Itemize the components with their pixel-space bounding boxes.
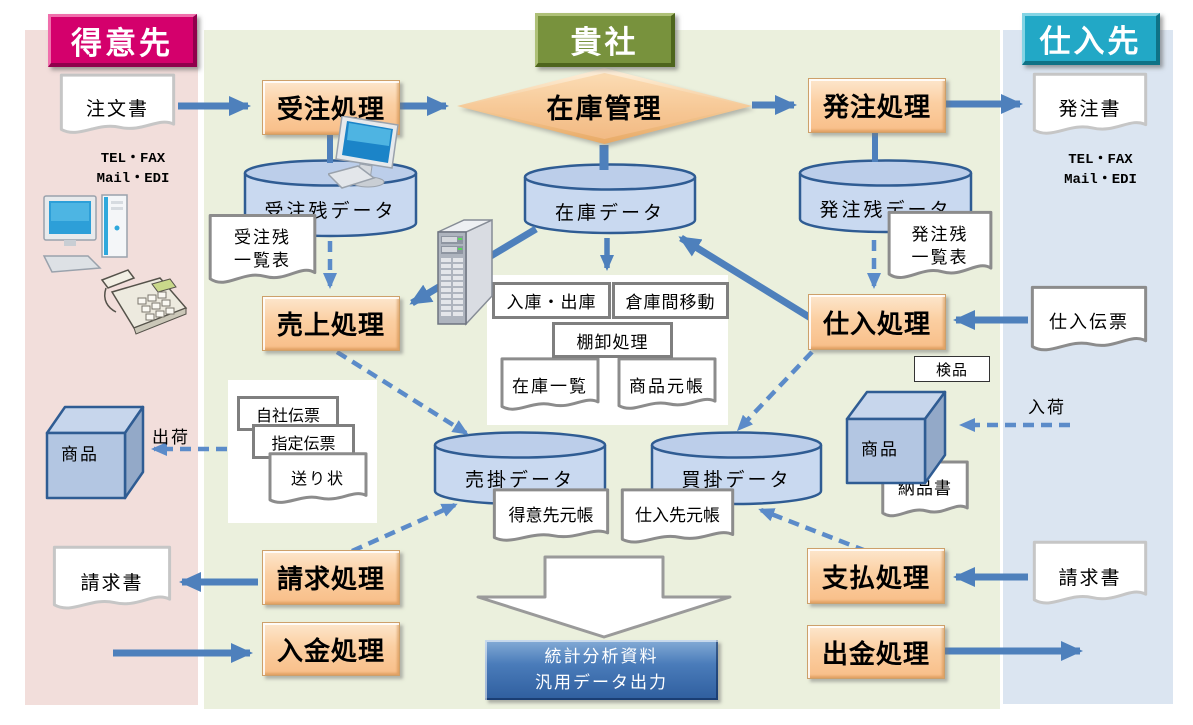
document-label-line2: 一覧表 bbox=[911, 248, 969, 267]
supplier-header: 仕入先 bbox=[1022, 13, 1160, 65]
datastore-label: 売掛データ bbox=[464, 470, 575, 491]
payment-process: 支払処理 bbox=[807, 548, 945, 604]
document-label-line1: 発注残 bbox=[911, 225, 969, 244]
billing-process: 請求処理 bbox=[262, 550, 400, 605]
document-label-line2: 一覧表 bbox=[234, 251, 291, 270]
sales-process: 売上処理 bbox=[262, 296, 400, 351]
document-shape bbox=[59, 73, 176, 139]
process-label: 請求処理 bbox=[276, 564, 385, 594]
document-shape bbox=[1030, 285, 1148, 357]
invoice-to-customer-document: 請求書 bbox=[52, 545, 172, 615]
process-label: 受注処理 bbox=[276, 94, 385, 124]
document-label-line1: 受注残 bbox=[234, 228, 291, 247]
purchasing-process: 仕入処理 bbox=[808, 294, 946, 350]
company-header: 貴社 bbox=[535, 13, 675, 67]
statistics-line1: 統計分析資料 bbox=[544, 646, 659, 666]
contact-line1: TEL・FAX bbox=[100, 151, 166, 167]
document-shape bbox=[268, 452, 368, 508]
document-shape bbox=[208, 213, 317, 290]
operation-label: 入庫・出庫 bbox=[506, 293, 597, 312]
document-label: 請求書 bbox=[1058, 568, 1122, 589]
withdrawal-process: 出金処理 bbox=[807, 625, 945, 679]
slip-label: 自社伝票 bbox=[255, 407, 320, 425]
document-label: 送り状 bbox=[290, 471, 345, 488]
process-label: 売上処理 bbox=[276, 310, 385, 340]
shipping-label: 出荷 bbox=[152, 428, 190, 447]
stocktaking-box: 棚卸処理 bbox=[552, 322, 673, 358]
slip-label: 指定伝票 bbox=[271, 435, 336, 453]
product-label: 商品 bbox=[861, 440, 899, 459]
process-label: 出金処理 bbox=[821, 638, 930, 669]
supplier-header-label: 仕入先 bbox=[1039, 24, 1142, 59]
document-label: 仕入伝票 bbox=[1049, 312, 1129, 332]
document-shape bbox=[52, 545, 172, 615]
process-label: 支払処理 bbox=[821, 562, 930, 593]
invoice-from-supplier-document: 請求書 bbox=[1032, 540, 1148, 610]
order-backlog-list-document: 受注残 一覧表 bbox=[208, 213, 317, 290]
document-label: 仕入先元帳 bbox=[635, 506, 720, 525]
product-label: 商品 bbox=[61, 445, 99, 464]
contact-line2: Mail・EDI bbox=[1064, 172, 1137, 189]
document-label: 商品元帳 bbox=[629, 377, 705, 396]
monitor-keyboard-icon bbox=[326, 115, 406, 197]
process-label: 入金処理 bbox=[276, 635, 385, 666]
arrival-label: 入荷 bbox=[1028, 398, 1066, 417]
stock-list-document: 在庫一覧 bbox=[500, 357, 600, 415]
process-label: 発注処理 bbox=[822, 92, 931, 122]
document-shape bbox=[887, 210, 993, 285]
telephone-icon bbox=[100, 268, 190, 341]
order-form-document: 注文書 bbox=[59, 73, 176, 139]
purchase-order-process: 発注処理 bbox=[808, 78, 946, 133]
statistics-output-box: 統計分析資料 汎用データ出力 bbox=[485, 640, 718, 700]
statistics-line2: 汎用データ出力 bbox=[535, 673, 668, 692]
customer-ledger-document: 得意先元帳 bbox=[492, 488, 610, 546]
cube-icon bbox=[45, 405, 145, 500]
document-shape bbox=[1032, 540, 1148, 610]
contact-methods-right: TEL・FAX Mail・EDI bbox=[1038, 150, 1163, 191]
warehouse-transfer-box: 倉庫間移動 bbox=[612, 282, 729, 319]
inspection-box: 検品 bbox=[914, 356, 990, 382]
datastore-label: 買掛データ bbox=[681, 470, 792, 491]
document-label: 注文書 bbox=[85, 99, 149, 120]
operation-label: 倉庫間移動 bbox=[625, 293, 716, 312]
server-tower-icon bbox=[430, 216, 496, 339]
customer-header-label: 得意先 bbox=[71, 25, 173, 61]
document-label: 得意先元帳 bbox=[508, 506, 594, 525]
inventory-control-decision: 在庫管理 bbox=[457, 68, 752, 144]
product-cube-right: 商品 bbox=[845, 389, 949, 485]
document-label: 請求書 bbox=[80, 573, 144, 594]
process-label: 仕入処理 bbox=[822, 308, 931, 339]
cube-icon bbox=[845, 390, 947, 485]
contact-line2: Mail・EDI bbox=[96, 171, 170, 188]
deposit-process: 入金処理 bbox=[262, 622, 400, 676]
customer-header: 得意先 bbox=[48, 14, 197, 67]
cylinder-shape bbox=[523, 163, 697, 235]
document-shape bbox=[620, 488, 735, 548]
company-header-label: 貴社 bbox=[570, 25, 639, 60]
document-label: 在庫一覧 bbox=[512, 377, 588, 396]
document-shape bbox=[617, 357, 717, 414]
operation-label: 棚卸処理 bbox=[576, 332, 649, 352]
document-shape bbox=[492, 488, 610, 546]
contact-methods-left: TEL・FAX Mail・EDI bbox=[63, 149, 203, 190]
purchase-slip-document: 仕入伝票 bbox=[1030, 285, 1148, 357]
po-backlog-list-document: 発注残 一覧表 bbox=[887, 210, 993, 285]
document-shape bbox=[1032, 72, 1148, 140]
datastore-label: 在庫データ bbox=[554, 203, 665, 224]
receiving-shipping-box: 入庫・出庫 bbox=[492, 282, 611, 319]
waybill-document: 送り状 bbox=[268, 452, 368, 508]
po-form-document: 発注書 bbox=[1032, 72, 1148, 140]
product-cube-left: 商品 bbox=[45, 404, 147, 500]
document-label: 発注書 bbox=[1058, 99, 1122, 120]
stock-datastore: 在庫データ bbox=[523, 162, 697, 235]
document-shape bbox=[500, 357, 600, 415]
supplier-ledger-document: 仕入先元帳 bbox=[620, 488, 735, 548]
desktop-computer-icon bbox=[42, 194, 138, 281]
contact-line1: TEL・FAX bbox=[1068, 152, 1133, 168]
product-ledger-document: 商品元帳 bbox=[617, 357, 717, 414]
process-label: 在庫管理 bbox=[546, 93, 663, 124]
operation-label: 検品 bbox=[935, 361, 968, 379]
